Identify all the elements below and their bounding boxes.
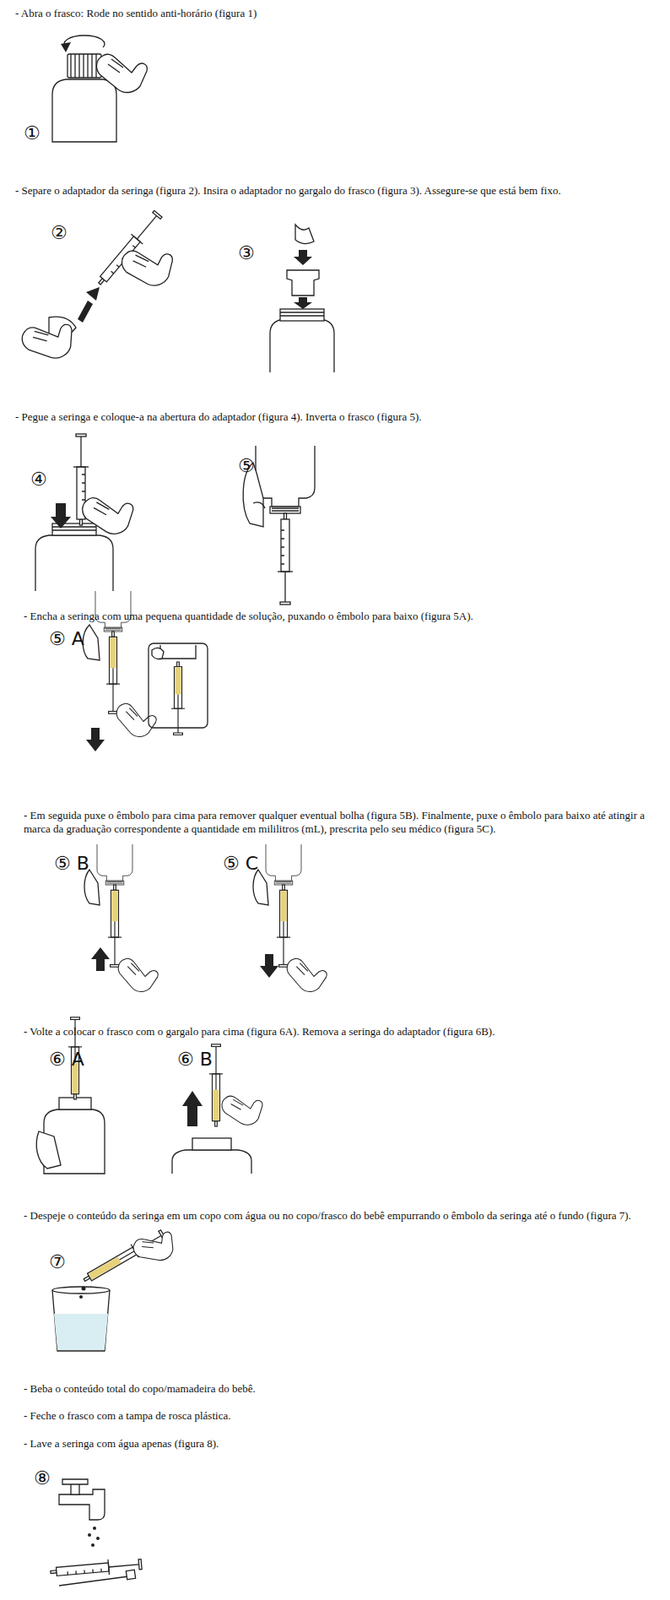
instruction-text: - Encha a seringa com uma pequena quanti… — [23, 609, 657, 623]
figure-7 — [52, 1223, 181, 1351]
callout-number: ③ — [237, 243, 255, 264]
callout-number: ⑧ — [33, 1467, 51, 1488]
callout-number: ② — [50, 222, 68, 244]
callout-number: ⑥ B — [177, 1048, 213, 1070]
figure-3 — [270, 224, 335, 373]
instruction-text: - Pegue a seringa e coloque-a na abertur… — [15, 410, 657, 424]
callout-number: ⑦ — [48, 1251, 66, 1272]
callout-number: ⑤ C — [222, 853, 259, 874]
instruction-text: - Feche o frasco com a tampa de rosca pl… — [23, 1408, 657, 1422]
figure-8 — [49, 1478, 142, 1585]
instruction-text: - Volte a colocar o frasco com o gargalo… — [23, 1024, 657, 1038]
callout-number: ④ — [30, 469, 48, 490]
instruction-text: - Despeje o conteúdo da seringa em um co… — [23, 1208, 657, 1222]
figure-6a — [36, 1016, 105, 1173]
figure-6b — [172, 1043, 265, 1173]
instruction-text: - Em seguida puxe o êmbolo para cima par… — [23, 808, 657, 836]
instruction-text: - Abra o frasco: Rode no sentido anti-ho… — [15, 6, 657, 21]
figure-4 — [35, 433, 136, 591]
callout-number: ⑤ — [237, 455, 255, 476]
figure-5b — [84, 843, 160, 995]
instruction-text: - Separe o adaptador da seringa (figura … — [15, 183, 657, 198]
instruction-text: - Lave a seringa com água apenas (figura… — [23, 1436, 657, 1450]
figure-5c — [253, 843, 329, 995]
callout-number: ⑤ B — [54, 853, 90, 874]
callout-number: ⑥ A — [48, 1048, 85, 1070]
instruction-text: - Beba o conteúdo total do copo/mamadeir… — [23, 1381, 657, 1395]
callout-number: ⑤ A — [48, 628, 85, 649]
figure-1 — [52, 35, 147, 142]
callout-number: ① — [23, 123, 41, 144]
figure-2 — [18, 208, 177, 368]
